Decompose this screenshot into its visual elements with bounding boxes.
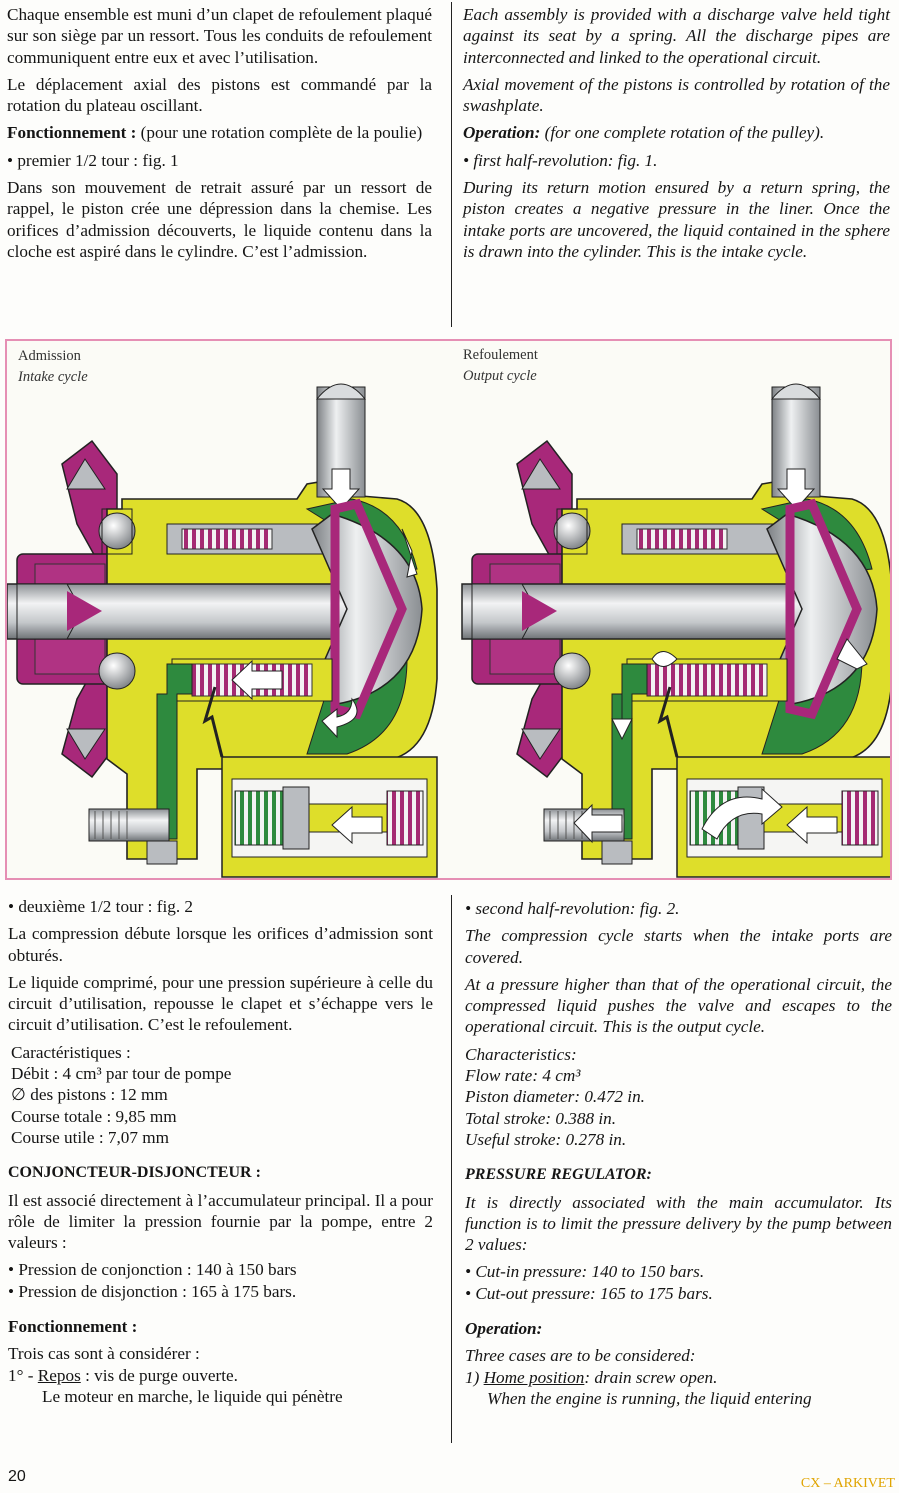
section-heading: CONJONCTEUR-DISJONCTEUR : [8,1164,261,1182]
case-label: Home position [483,1367,585,1387]
paragraph: When the engine is running, the liquid e… [487,1388,812,1408]
paragraph: At a pressure higher than that of the op… [465,974,892,1037]
case-number: 1° - [8,1365,38,1385]
cutaway-drawings [7,341,890,878]
right-caption: Refoulement Output cycle [463,345,538,387]
paragraph: Axial movement of the pistons is control… [463,74,890,116]
list-line: Course totale : 9,85 mm [11,1106,177,1126]
paragraph: Each assembly is provided with a dischar… [463,5,890,67]
list-line: Total stroke: 0.388 in. [465,1108,617,1128]
bold-label: Fonctionnement : [7,123,137,143]
paragraph: Le moteur en marche, le liquide qui pénè… [42,1386,343,1406]
paragraph: Three cases are to be considered: [465,1346,696,1366]
list-item: • Pression de conjonction : 140 à 150 ba… [8,1260,297,1280]
text: (for one complete rotation of the pulley… [540,123,825,143]
list-line: Débit : 4 cm³ par tour de pompe [11,1064,232,1084]
page-number: 20 [8,1468,26,1485]
caption-french: Refoulement [463,347,538,363]
characteristics-list: Characteristics: Flow rate: 4 cm³ Piston… [465,1044,892,1150]
output-cycle-drawing [462,384,890,877]
intake-cycle-drawing [7,384,437,877]
bottom-english-column: • second half-revolution: fig. 2. The co… [465,898,892,1409]
paragraph: During its return motion ensured by a re… [463,178,890,261]
bold-label: Operation: [463,123,541,143]
list-item: • Pression de disjonction : 165 à 175 ba… [8,1281,297,1301]
list-line: Flow rate: 4 cm³ [465,1066,581,1086]
paragraph: La compression débute lorsque les orific… [8,924,433,965]
text: : vis de purge ouverte. [80,1365,238,1385]
subheading: Fonctionnement : [8,1317,138,1337]
paragraph: The compression cycle starts when the in… [465,926,892,967]
list-line: Course utile : 7,07 mm [11,1127,170,1147]
characteristics-list: Caractéristiques : Débit : 4 cm³ par tou… [8,1042,433,1148]
paragraph: Le liquide comprimé, pour une pression s… [8,972,433,1035]
caption-french: Admission [18,348,81,364]
bullet-item: • second half-revolution: fig. 2. [465,899,680,918]
bullet-item: • premier 1/2 tour : fig. 1 [7,150,179,170]
text: (pour une rotation complète de la poulie… [136,123,423,143]
section-heading: PRESSURE REGULATOR: [465,1166,652,1184]
paragraph: Chaque ensemble est muni d’un clapet de … [7,5,432,67]
list-line: Piston diameter: 0.472 in. [465,1087,645,1107]
list-item: • Cut-in pressure: 140 to 150 bars. [465,1262,705,1282]
pump-cutaway-figure: Admission Intake cycle Refoulement Outpu… [5,339,892,880]
paragraph: Operation: (for one complete rotation of… [463,122,890,143]
list-line: Characteristics: [465,1044,577,1064]
bottom-french-column: • deuxième 1/2 tour : fig. 2 La compress… [8,896,433,1407]
column-divider [451,895,452,1443]
bullet-item: • deuxième 1/2 tour : fig. 2 [8,897,194,916]
list-line: Caractéristiques : [11,1042,131,1062]
case-label: Repos [37,1365,81,1385]
left-caption: Admission Intake cycle [18,346,88,388]
subheading: Operation: [465,1319,543,1339]
column-divider [451,2,452,327]
list-line: ∅ des pistons : 12 mm [11,1085,168,1105]
bullet-item: • first half-revolution: fig. 1. [463,150,658,170]
caption-english: Intake cycle [18,369,88,385]
case-line: 1° - Repos : vis de purge ouverte. [8,1365,433,1386]
text: : drain screw open. [584,1367,718,1387]
paragraph: Dans son mouvement de retrait assuré par… [7,178,432,261]
top-french-column: Chaque ensemble est muni d’un clapet de … [7,4,432,268]
case-number: 1) [465,1367,484,1387]
list-item: • Cut-out pressure: 165 to 175 bars. [465,1283,713,1303]
paragraph: Trois cas sont à considérer : [8,1344,200,1364]
paragraph: Le déplacement axial des pistons est com… [7,74,432,116]
paragraph: Il est associé directement à l’accumulat… [8,1190,433,1253]
list-line: Useful stroke: 0.278 in. [465,1129,627,1149]
caption-english: Output cycle [463,368,537,384]
top-english-column: Each assembly is provided with a dischar… [463,4,890,268]
watermark: CX – ARKIVET [800,1476,895,1491]
paragraph: Fonctionnement : (pour une rotation comp… [7,122,432,143]
paragraph: It is directly associated with the main … [465,1192,892,1255]
case-line: 1) Home position: drain screw open. [465,1367,892,1388]
